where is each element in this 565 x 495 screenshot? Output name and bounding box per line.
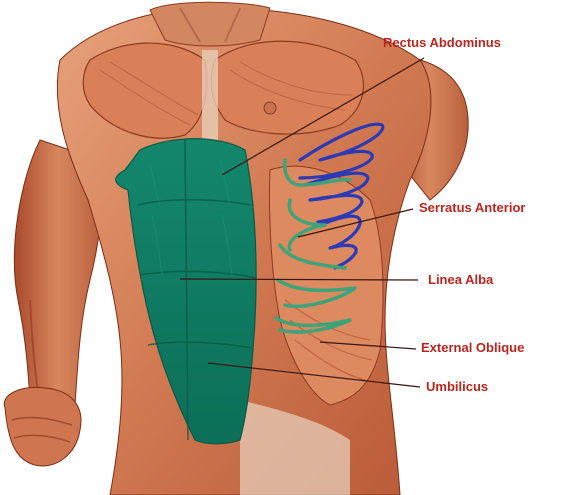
sternum-tendon [202, 50, 218, 140]
label-external-oblique: External Oblique [421, 341, 524, 355]
label-serratus-anterior: Serratus Anterior [419, 201, 525, 215]
neck [150, 2, 270, 46]
right-pectoral [211, 41, 363, 134]
label-umbilicus: Umbilicus [426, 380, 488, 394]
label-linea-alba: Linea Alba [428, 273, 493, 287]
label-rectus-abdominus: Rectus Abdominus [383, 36, 501, 50]
fist [4, 387, 81, 465]
